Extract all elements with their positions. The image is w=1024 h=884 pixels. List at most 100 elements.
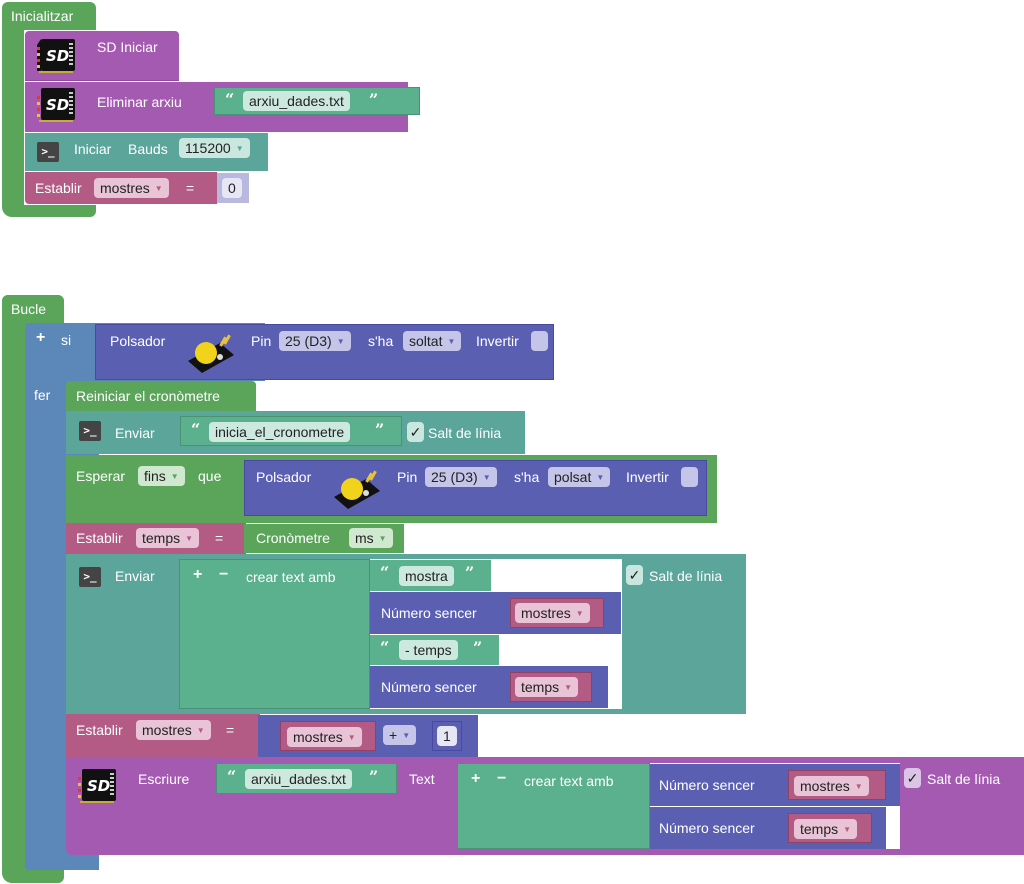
send-start-block[interactable]: >_ Enviar “ inicia_el_cronometre ” ✓ Sal… xyxy=(66,411,525,454)
console-icon: >_ xyxy=(37,142,59,162)
variable-dropdown[interactable]: mostres▼ xyxy=(287,727,362,747)
variable-dropdown[interactable]: temps▼ xyxy=(794,819,858,839)
open-quote: “ xyxy=(225,90,235,109)
join-plus-button[interactable]: + xyxy=(471,770,481,787)
arithmetic-block[interactable]: mostres▼ +▼ 1 xyxy=(258,715,478,757)
newline-checkbox[interactable]: ✓ xyxy=(904,768,921,788)
close-quote: ” xyxy=(465,563,475,582)
state-label: s'ha xyxy=(514,469,540,485)
newline-checkbox[interactable]: ✓ xyxy=(626,565,643,585)
start-text-block[interactable]: “ inicia_el_cronometre ” xyxy=(180,416,402,446)
console-icon: >_ xyxy=(79,567,101,587)
join-label: crear text amb xyxy=(246,569,336,585)
svg-text:SD: SD xyxy=(87,777,110,795)
newline-checkbox[interactable]: ✓ xyxy=(407,422,424,442)
set-label: Establir xyxy=(76,530,123,546)
text-field[interactable]: - temps xyxy=(399,640,458,660)
start-text-field[interactable]: inicia_el_cronometre xyxy=(209,422,351,442)
wait-block[interactable]: Esperar fins▼ que Polsador Pin 25 (D3)▼ … xyxy=(66,455,717,523)
variable-dropdown[interactable]: mostres▼ xyxy=(136,720,211,740)
variable-block[interactable]: temps▼ xyxy=(510,672,592,702)
variable-dropdown[interactable]: temps▼ xyxy=(136,528,200,548)
variable-dropdown[interactable]: temps▼ xyxy=(515,677,579,697)
close-quote: ” xyxy=(375,420,385,439)
serial-init-block[interactable]: >_ Iniciar Bauds 115200▼ xyxy=(25,133,268,171)
delete-file-block[interactable]: SD Eliminar arxiu “ arxiu_dades.txt ” xyxy=(25,82,420,132)
variable-dropdown[interactable]: mostres▼ xyxy=(94,178,169,198)
variable-dropdown[interactable]: mostres▼ xyxy=(794,776,869,796)
sd-init-block[interactable]: SD SD Iniciar xyxy=(25,31,179,81)
text-item-temps[interactable]: “ - temps ” xyxy=(370,635,499,665)
filename-text-block[interactable]: “ arxiu_dades.txt ” xyxy=(214,87,420,115)
invert-checkbox[interactable] xyxy=(681,467,698,487)
write-label: Escriure xyxy=(138,771,190,787)
increment-block[interactable]: Establir mostres▼ = xyxy=(66,714,260,757)
push-button-module-icon xyxy=(334,470,380,509)
int-item-mostres[interactable]: Número sencer mostres▼ xyxy=(370,592,621,634)
timer-block[interactable]: Cronòmetre ms▼ xyxy=(244,524,404,553)
state-dropdown[interactable]: polsat▼ xyxy=(548,467,611,487)
text-item-mostra[interactable]: “ mostra ” xyxy=(370,560,491,591)
int-label: Número sencer xyxy=(659,777,755,793)
console-icon: >_ xyxy=(79,421,101,441)
pin-dropdown[interactable]: 25 (D3)▼ xyxy=(279,331,351,351)
serial-init-label: Iniciar xyxy=(74,141,112,157)
set-temps-block[interactable]: Establir temps▼ = xyxy=(66,523,246,554)
int-label: Número sencer xyxy=(381,679,477,695)
sd-card-icon: SD xyxy=(37,39,75,73)
variable-block[interactable]: mostres▼ xyxy=(280,721,376,751)
number-block[interactable]: 0 xyxy=(217,173,249,203)
number-block[interactable]: 1 xyxy=(432,721,462,751)
int-label: Número sencer xyxy=(659,820,755,836)
invert-checkbox[interactable] xyxy=(531,331,548,351)
set-mostres-block[interactable]: Establir mostres▼ = xyxy=(25,172,217,204)
wait-button-condition-block[interactable]: Polsador Pin 25 (D3)▼ s'ha polsat▼ Inver… xyxy=(244,460,707,516)
join-minus-button[interactable]: − xyxy=(497,770,507,787)
filename-text-block[interactable]: “ arxiu_dades.txt ” xyxy=(216,763,397,794)
wait-mode-dropdown[interactable]: fins▼ xyxy=(138,466,185,486)
open-quote: “ xyxy=(191,420,201,439)
number-field[interactable]: 1 xyxy=(437,726,457,746)
variable-block[interactable]: temps▼ xyxy=(788,813,872,843)
delete-file-label: Eliminar arxiu xyxy=(97,94,182,110)
if-plus-button[interactable]: + xyxy=(36,329,46,346)
open-quote: “ xyxy=(380,563,390,582)
reset-timer-block[interactable]: Reiniciar el cronòmetre xyxy=(66,381,256,411)
pin-dropdown[interactable]: 25 (D3)▼ xyxy=(425,467,497,487)
int-label: Número sencer xyxy=(381,605,477,621)
set-label: Establir xyxy=(76,722,123,738)
equals-sign: = xyxy=(186,180,195,196)
sensor-label: Polsador xyxy=(256,469,312,485)
sd-card-icon: SD xyxy=(78,769,116,803)
state-dropdown[interactable]: soltat▼ xyxy=(403,331,462,351)
variable-block[interactable]: mostres▼ xyxy=(510,598,604,628)
open-quote: “ xyxy=(380,638,390,657)
timer-unit-dropdown[interactable]: ms▼ xyxy=(349,528,393,548)
int-item-temps[interactable]: Número sencer temps▼ xyxy=(650,807,886,849)
join-text-block[interactable]: + − crear text amb xyxy=(179,559,370,709)
text-field[interactable]: mostra xyxy=(399,566,454,586)
button-condition-block[interactable]: Polsador Pin 25 (D3)▼ s'ha soltat▼ Inver… xyxy=(95,324,554,380)
variable-block[interactable]: mostres▼ xyxy=(788,770,886,800)
equals-sign: = xyxy=(215,530,224,546)
newline-label: Salt de línia xyxy=(428,425,502,441)
variable-dropdown[interactable]: mostres▼ xyxy=(515,603,590,623)
filename-field[interactable]: arxiu_dades.txt xyxy=(245,769,352,789)
filename-field[interactable]: arxiu_dades.txt xyxy=(243,91,350,111)
bauds-label: Bauds xyxy=(128,141,168,157)
number-field[interactable]: 0 xyxy=(222,178,242,198)
int-item-temps[interactable]: Número sencer temps▼ xyxy=(370,666,608,708)
join-minus-button[interactable]: − xyxy=(219,566,229,583)
close-quote: ” xyxy=(369,767,379,786)
sd-init-label: SD Iniciar xyxy=(97,39,158,55)
svg-text:SD: SD xyxy=(46,47,69,65)
equals-sign: = xyxy=(226,722,235,738)
join-plus-button[interactable]: + xyxy=(193,566,203,583)
close-quote: ” xyxy=(473,638,483,657)
int-item-mostres[interactable]: Número sencer mostres▼ xyxy=(650,764,900,806)
bauds-dropdown[interactable]: 115200▼ xyxy=(179,138,250,158)
text-label: Text xyxy=(409,771,435,787)
operator-dropdown[interactable]: +▼ xyxy=(383,725,417,745)
join-text-block[interactable]: + − crear text amb xyxy=(457,763,650,849)
invert-label: Invertir xyxy=(476,333,519,349)
